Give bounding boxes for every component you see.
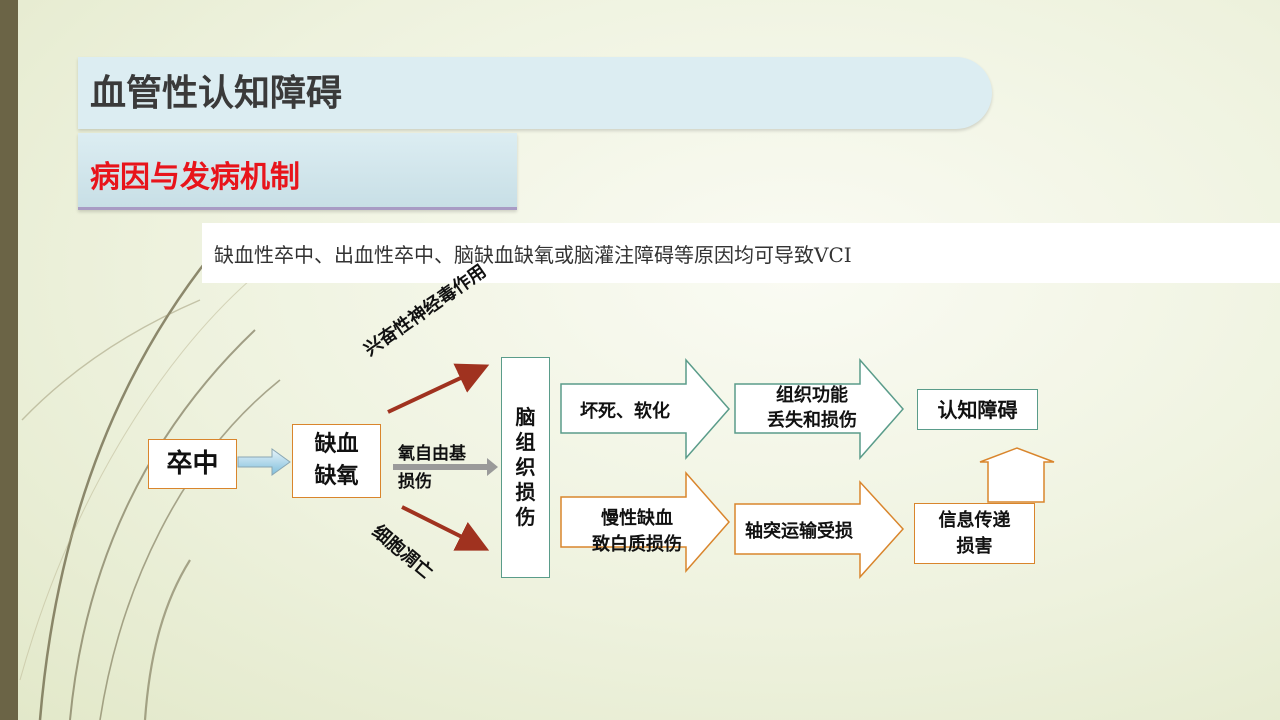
arrow-chronic-ischemia	[560, 471, 730, 573]
info-line-2: 损害	[956, 535, 993, 557]
decor-curve-2	[69, 329, 256, 720]
free-radical-line-1: 氧自由基	[398, 444, 466, 464]
info-line-1: 信息传递	[938, 509, 1011, 531]
decor-curve-1	[38, 249, 216, 720]
brain-damage-char-3: 织	[515, 455, 536, 479]
necrosis-label: 坏死、软化	[580, 401, 670, 422]
arrow-up-to-cognitive	[979, 447, 1055, 503]
cognitive-box: 认知障碍	[917, 389, 1038, 430]
chronic-line-1: 慢性缺血	[601, 508, 673, 529]
arrow-function-loss	[734, 358, 904, 460]
brain-damage-char-2: 组	[515, 430, 536, 454]
free-radical-line-2: 损伤	[398, 472, 432, 492]
info-transfer-box: 信息传递 损害	[914, 503, 1035, 564]
chronic-ischemia-label: 慢性缺血 致白质损伤	[577, 506, 697, 558]
stroke-label: 卒中	[166, 449, 219, 479]
subtitle-band	[78, 133, 517, 210]
page-title: 血管性认知障碍	[90, 72, 343, 114]
arrow-excitotoxic	[387, 363, 490, 414]
axon-transport-label: 轴突运输受损	[745, 521, 853, 542]
arrow-stroke-to-ischemia	[237, 448, 291, 476]
brain-damage-box: 脑 组 织 损 伤	[501, 357, 550, 578]
ischemia-line-1: 缺血	[314, 432, 359, 457]
section-subtitle: 病因与发病机制	[90, 160, 300, 195]
arrow-apoptosis	[401, 505, 490, 551]
stroke-box: 卒中	[148, 439, 237, 489]
function-loss-line-1: 组织功能	[776, 385, 848, 406]
brain-damage-char-5: 伤	[515, 505, 536, 529]
ischemia-box: 缺血 缺氧	[292, 424, 381, 498]
title-band	[78, 57, 992, 129]
brain-damage-char-1: 脑	[515, 405, 536, 429]
cognitive-label: 认知障碍	[937, 397, 1018, 422]
arrow-necrosis	[560, 358, 730, 460]
intro-box	[202, 223, 1280, 283]
decor-curve-5	[143, 559, 191, 720]
decor-curve-3	[99, 379, 281, 720]
function-loss-label: 组织功能 丢失和损伤	[752, 383, 872, 433]
free-radical-label: 氧自由基 损伤	[398, 440, 466, 496]
brain-damage-char-4: 损	[515, 480, 536, 504]
decor-curve-6	[19, 279, 251, 681]
decor-curve-4	[21, 299, 201, 421]
arrow-free-radical	[393, 458, 498, 476]
function-loss-line-2: 丢失和损伤	[767, 410, 857, 431]
left-edge-bar	[0, 0, 18, 720]
ischemia-line-2: 缺氧	[314, 464, 359, 489]
chronic-line-2: 致白质损伤	[592, 534, 682, 555]
intro-text: 缺血性卒中、出血性卒中、脑缺血缺氧或脑灌注障碍等原因均可导致VCI	[214, 243, 852, 267]
arrow-axon-transport	[734, 480, 905, 579]
